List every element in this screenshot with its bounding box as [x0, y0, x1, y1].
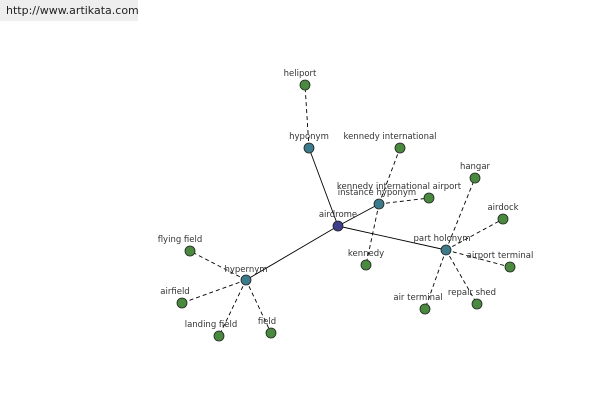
node-label-instance-hyponym: instance hyponym: [338, 188, 416, 198]
edge-instance-hyponym-to-kennedy-international: [378, 147, 401, 205]
node-dot-heliport[interactable]: [299, 79, 311, 91]
node-dot-kennedy-international-airport[interactable]: [423, 192, 435, 204]
node-dot-instance-hyponym[interactable]: [373, 198, 385, 210]
node-label-flying-field: flying field: [158, 235, 203, 245]
edge-airdrome-to-part-holonym: [337, 225, 447, 251]
node-airdrome[interactable]: airdrome: [319, 210, 357, 232]
edge-part-holonym-to-hangar: [445, 177, 476, 251]
node-dot-airdrome[interactable]: [332, 220, 344, 232]
edge-airdrome-to-instance-hyponym: [337, 203, 380, 227]
edge-hypernym-to-landing-field: [218, 279, 247, 337]
node-kennedy[interactable]: kennedy: [348, 249, 384, 271]
node-dot-airfield[interactable]: [176, 297, 188, 309]
node-label-kennedy-international-airport: kennedy international airport: [337, 182, 462, 192]
edge-hypernym-to-airfield: [181, 279, 247, 304]
node-label-heliport: heliport: [284, 69, 317, 79]
node-label-part-holonym: part holonym: [414, 234, 471, 244]
node-hypernym[interactable]: hypernym: [224, 265, 268, 286]
node-airdock[interactable]: airdock: [487, 203, 519, 225]
edge-part-holonym-to-air-terminal: [424, 249, 447, 310]
node-dot-flying-field[interactable]: [184, 245, 196, 257]
node-label-hangar: hangar: [460, 162, 491, 172]
node-label-kennedy: kennedy: [348, 249, 384, 259]
node-hyponym[interactable]: hyponym: [289, 132, 329, 154]
node-dot-airdock[interactable]: [497, 213, 509, 225]
node-instance-hyponym[interactable]: instance hyponym: [338, 188, 416, 210]
node-label-hyponym: hyponym: [289, 132, 329, 142]
node-flying-field[interactable]: flying field: [158, 235, 203, 257]
node-airfield[interactable]: airfield: [160, 287, 190, 309]
node-dot-hyponym[interactable]: [303, 142, 315, 154]
node-label-kennedy-international: kennedy international: [343, 132, 436, 142]
node-dot-hangar[interactable]: [469, 172, 481, 184]
edge-airdrome-to-hypernym: [245, 225, 339, 281]
node-dot-landing-field[interactable]: [213, 330, 225, 342]
node-field[interactable]: field: [258, 317, 277, 339]
node-label-air-terminal: air terminal: [393, 293, 442, 303]
node-dot-part-holonym[interactable]: [440, 244, 452, 256]
node-kennedy-international[interactable]: kennedy international: [343, 132, 437, 154]
node-air-terminal[interactable]: air terminal: [393, 293, 443, 315]
node-label-airdrome: airdrome: [319, 210, 357, 220]
node-dot-kennedy-international[interactable]: [394, 142, 406, 154]
edge-instance-hyponym-to-kennedy: [365, 203, 380, 266]
node-dot-kennedy[interactable]: [360, 259, 372, 271]
edge-part-holonym-to-repair-shed: [445, 249, 478, 305]
node-airport-terminal[interactable]: airport terminal: [467, 251, 534, 273]
node-dot-repair-shed[interactable]: [471, 298, 483, 310]
node-label-airport-terminal: airport terminal: [467, 251, 534, 261]
node-dot-airport-terminal[interactable]: [504, 261, 516, 273]
node-label-hypernym: hypernym: [224, 265, 267, 275]
node-kennedy-international-airport[interactable]: kennedy international airport: [337, 182, 462, 204]
node-label-airdock: airdock: [487, 203, 518, 213]
node-dot-air-terminal[interactable]: [419, 303, 431, 315]
node-hangar[interactable]: hangar: [460, 162, 491, 184]
edge-hypernym-to-flying-field: [189, 250, 247, 281]
node-repair-shed[interactable]: repair shed: [448, 288, 496, 310]
node-heliport[interactable]: heliport: [284, 69, 317, 91]
edges-layer: [181, 84, 511, 337]
edge-instance-hyponym-to-kennedy-international-airport: [378, 197, 430, 205]
edge-part-holonym-to-airdock: [445, 218, 504, 251]
url-banner[interactable]: http://www.artikata.com: [0, 0, 139, 21]
node-label-repair-shed: repair shed: [448, 288, 496, 298]
nodes-layer: airdrome hyponym instance hyponym part holo…: [158, 69, 534, 342]
edge-hypernym-to-field: [245, 279, 272, 334]
node-landing-field[interactable]: landing field: [185, 320, 238, 342]
node-part-holonym[interactable]: part holonym: [414, 234, 471, 256]
edge-hyponym-to-heliport: [304, 84, 310, 149]
node-label-field: field: [258, 317, 276, 327]
node-dot-field[interactable]: [265, 327, 277, 339]
node-dot-hypernym[interactable]: [240, 274, 252, 286]
edge-airdrome-to-hyponym: [308, 147, 339, 227]
node-label-airfield: airfield: [160, 287, 189, 297]
node-label-landing-field: landing field: [185, 320, 238, 330]
